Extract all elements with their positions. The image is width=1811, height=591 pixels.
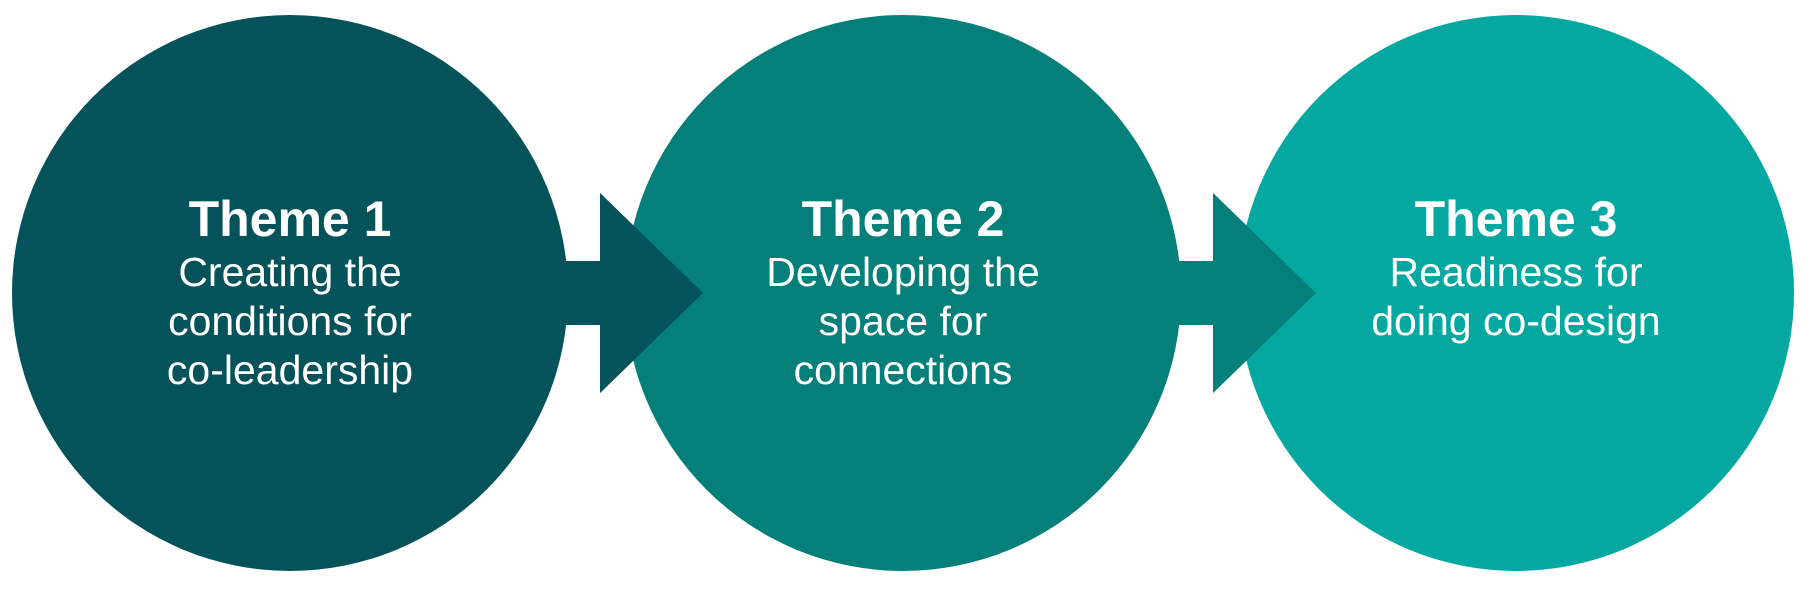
arrow-2-tip <box>1213 193 1316 393</box>
theme-3-text: Theme 3 Readiness for doing co-design <box>1306 190 1726 346</box>
theme-1-title: Theme 1 <box>188 191 392 247</box>
arrow-1-tip <box>600 193 703 393</box>
theme-1-text: Theme 1 Creating the conditions for co-l… <box>80 190 500 395</box>
theme-2-circle <box>625 15 1181 571</box>
theme-1-line-1: Creating the <box>178 249 402 295</box>
theme-2-line-1: Developing the <box>766 249 1040 295</box>
theme-1-line-3: co-leadership <box>166 347 414 393</box>
theme-3-line-1: Readiness for <box>1389 249 1643 295</box>
theme-3-line-2: doing co-design <box>1371 298 1661 344</box>
theme-2-title: Theme 2 <box>801 191 1005 247</box>
theme-1-circle <box>12 15 568 571</box>
theme-2-line-2: space for <box>818 298 988 344</box>
theme-3-title: Theme 3 <box>1414 191 1618 247</box>
theme-3-circle <box>1238 15 1794 571</box>
theme-2-text: Theme 2 Developing the space for connect… <box>693 190 1113 395</box>
theme-2-line-3: connections <box>793 347 1013 393</box>
theme-1-line-2: conditions for <box>168 298 412 344</box>
